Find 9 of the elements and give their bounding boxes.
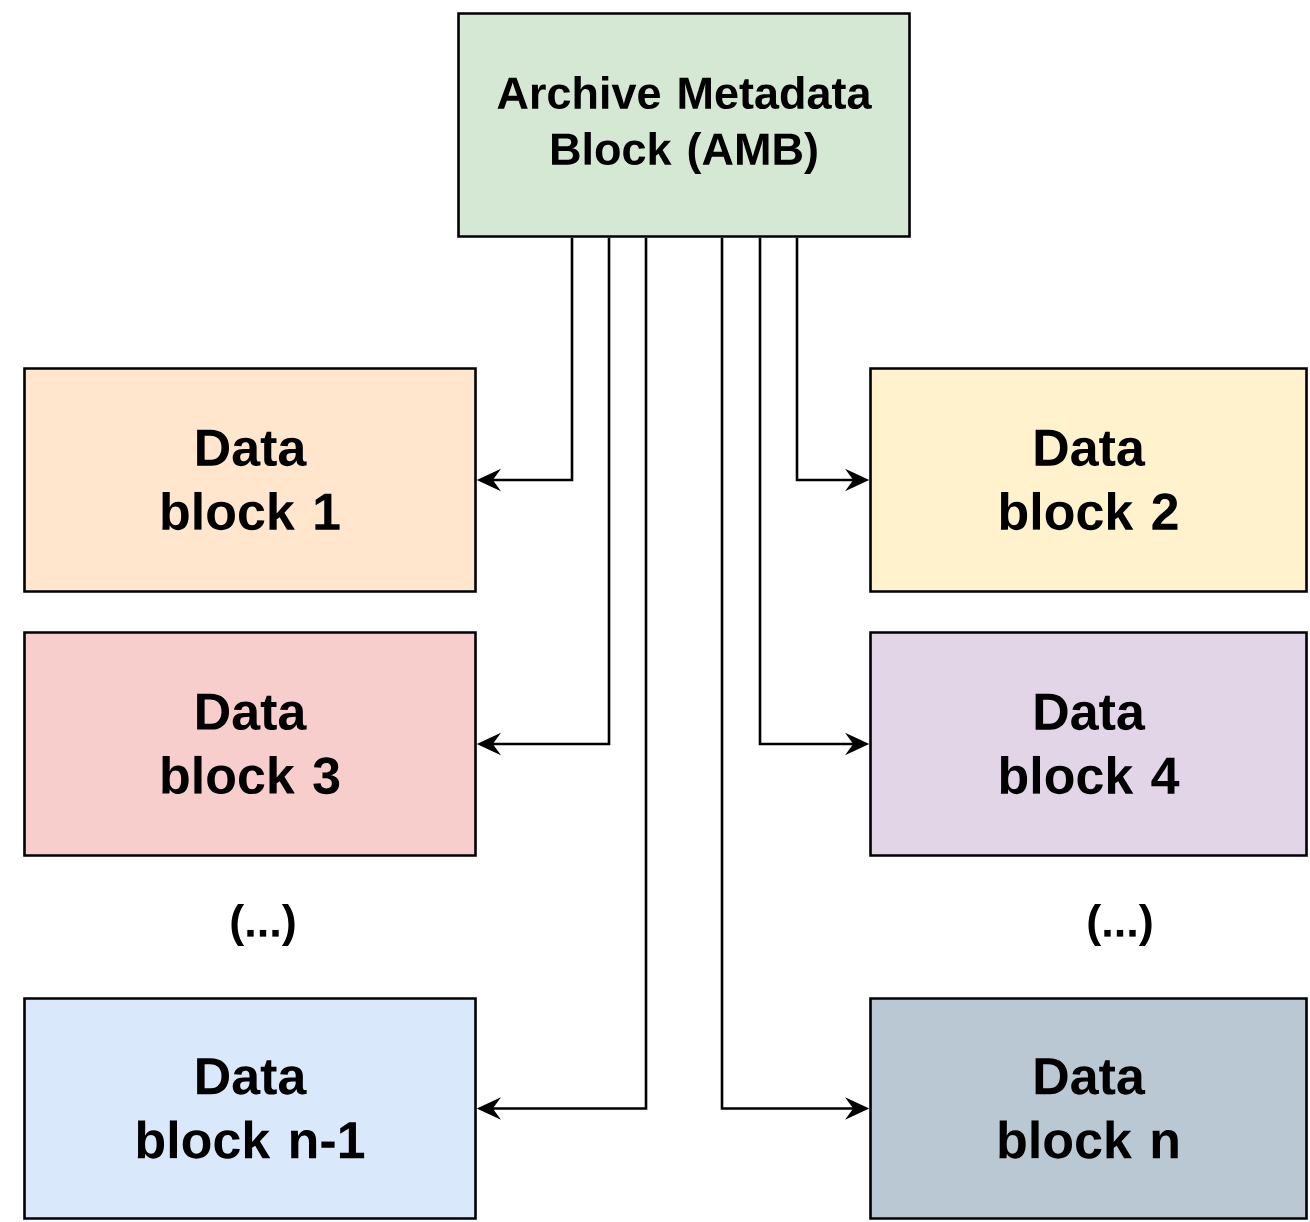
block-box: Data block 1 bbox=[23, 367, 477, 593]
ellipsis-label: (...) bbox=[1088, 904, 1152, 946]
block-box: Data block 2 bbox=[869, 367, 1308, 593]
ellipsis-label: (...) bbox=[231, 904, 295, 946]
block-box: Archive Metadata Block (AMB) bbox=[457, 12, 911, 238]
block-box: Data block 3 bbox=[23, 631, 477, 857]
block-box: Data block n bbox=[869, 997, 1308, 1220]
block-box: Data block 4 bbox=[869, 631, 1308, 857]
block-box: Data block n-1 bbox=[23, 997, 477, 1220]
